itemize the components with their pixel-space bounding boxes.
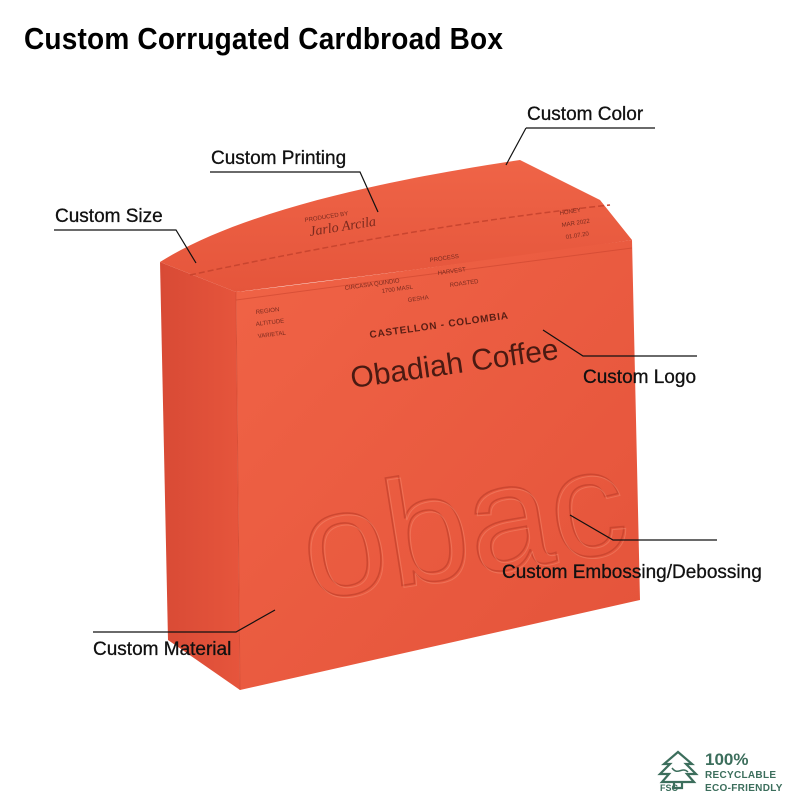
box-honey: HONEY [559,208,581,217]
box-date2: 01.07.20 [565,231,590,241]
eco-badge: FSC 100% RECYCLABLE ECO-FRIENDLY [650,748,800,798]
box-altitude-value: 1700 MASL [381,285,414,295]
callout-custom-printing: Custom Printing [211,148,347,169]
leader-line-printing [210,171,379,213]
eco-line-eco-friendly: ECO-FRIENDLY [705,783,783,794]
eco-percent: 100% [705,750,749,769]
leader-line-material [93,609,276,633]
fsc-tree-icon [657,750,699,790]
box-harvest-label: HARVEST [437,267,466,277]
callout-custom-logo: Custom Logo [583,367,697,388]
box-front-face [236,240,640,690]
box-date1: MAR 2022 [561,219,591,229]
perforation-line [235,247,633,301]
callout-custom-material: Custom Material [93,639,232,660]
eco-line-recyclable: RECYCLABLE [705,770,777,781]
leader-line-color-diag [505,127,527,166]
leader-line-logo [542,329,697,357]
box-varietal-label: VARIETAL [258,331,287,340]
fsc-label: FSC [660,783,678,793]
leader-line-size [54,229,197,264]
box-region-label: REGION [256,307,280,316]
leader-line-embossing [569,514,717,541]
box-side-face [160,262,240,690]
callout-custom-embossing: Custom Embossing/Debossing [502,562,762,583]
box-altitude-label: ALTITUDE [256,319,285,328]
box-lid-face [160,160,632,292]
callout-custom-size: Custom Size [55,206,163,227]
perforation-line [189,204,611,276]
box-varietal-value: GESHA [407,295,429,304]
page-title: Custom Corrugated Cardbroad Box [24,22,504,56]
box-roasted-label: ROASTED [449,279,479,289]
box-process-label: PROCESS [429,254,459,264]
callout-custom-color: Custom Color [527,104,644,125]
